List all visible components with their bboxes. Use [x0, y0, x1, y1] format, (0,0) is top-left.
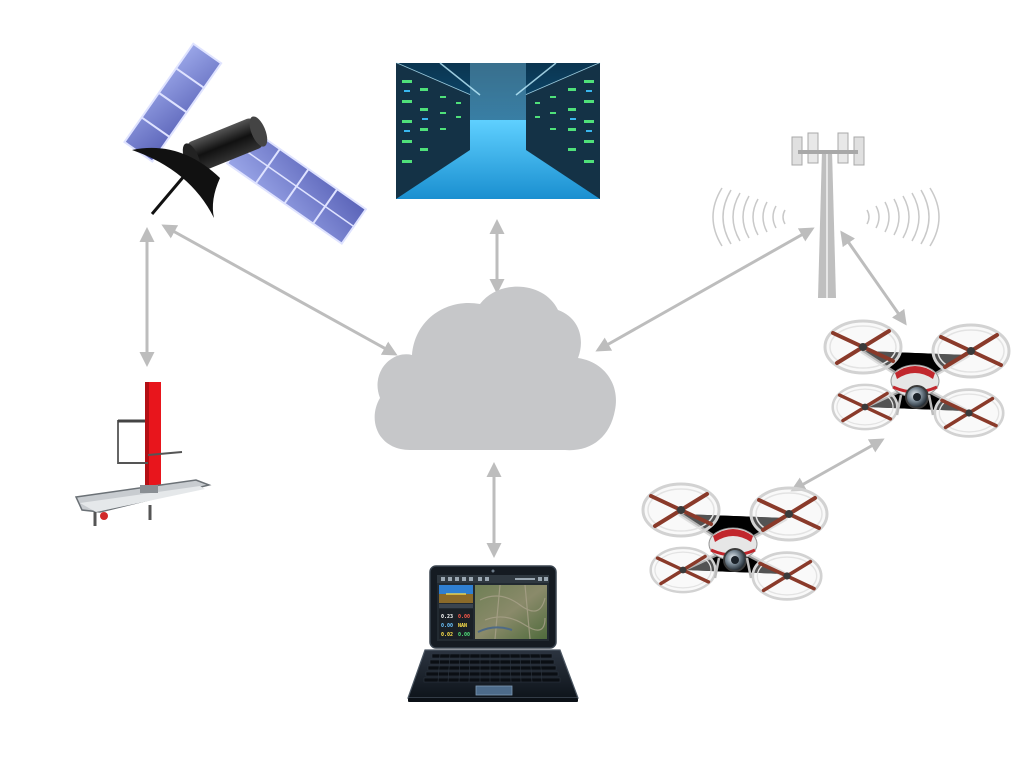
link-satellite-cloud	[161, 224, 398, 356]
laptop-icon: 0.23 0.00 0.00 NAN 0.02 0.00	[407, 565, 579, 702]
quadcopter-drone-icon	[643, 484, 827, 599]
autonomous-sailboat-icon	[74, 382, 212, 526]
gauge-value: 0.00	[458, 614, 470, 620]
link-tower-drone	[840, 230, 907, 326]
connection-arrows	[139, 219, 907, 558]
cloud-icon	[374, 286, 616, 451]
signal-waves-icon	[712, 187, 940, 247]
link-drone-drone	[790, 438, 885, 492]
gauge-value: 0.00	[441, 623, 453, 629]
gauge-value: NAN	[458, 623, 467, 629]
cell-tower-icon	[712, 132, 940, 298]
quadcopter-drone-icon	[825, 321, 1009, 436]
link-tower-cloud	[595, 227, 815, 352]
gauge-value: 0.23	[441, 614, 453, 620]
server-room-icon	[395, 62, 601, 199]
gauge-value: 0.00	[458, 632, 470, 638]
gauge-value: 0.02	[441, 632, 453, 638]
satellite-icon	[123, 42, 368, 246]
